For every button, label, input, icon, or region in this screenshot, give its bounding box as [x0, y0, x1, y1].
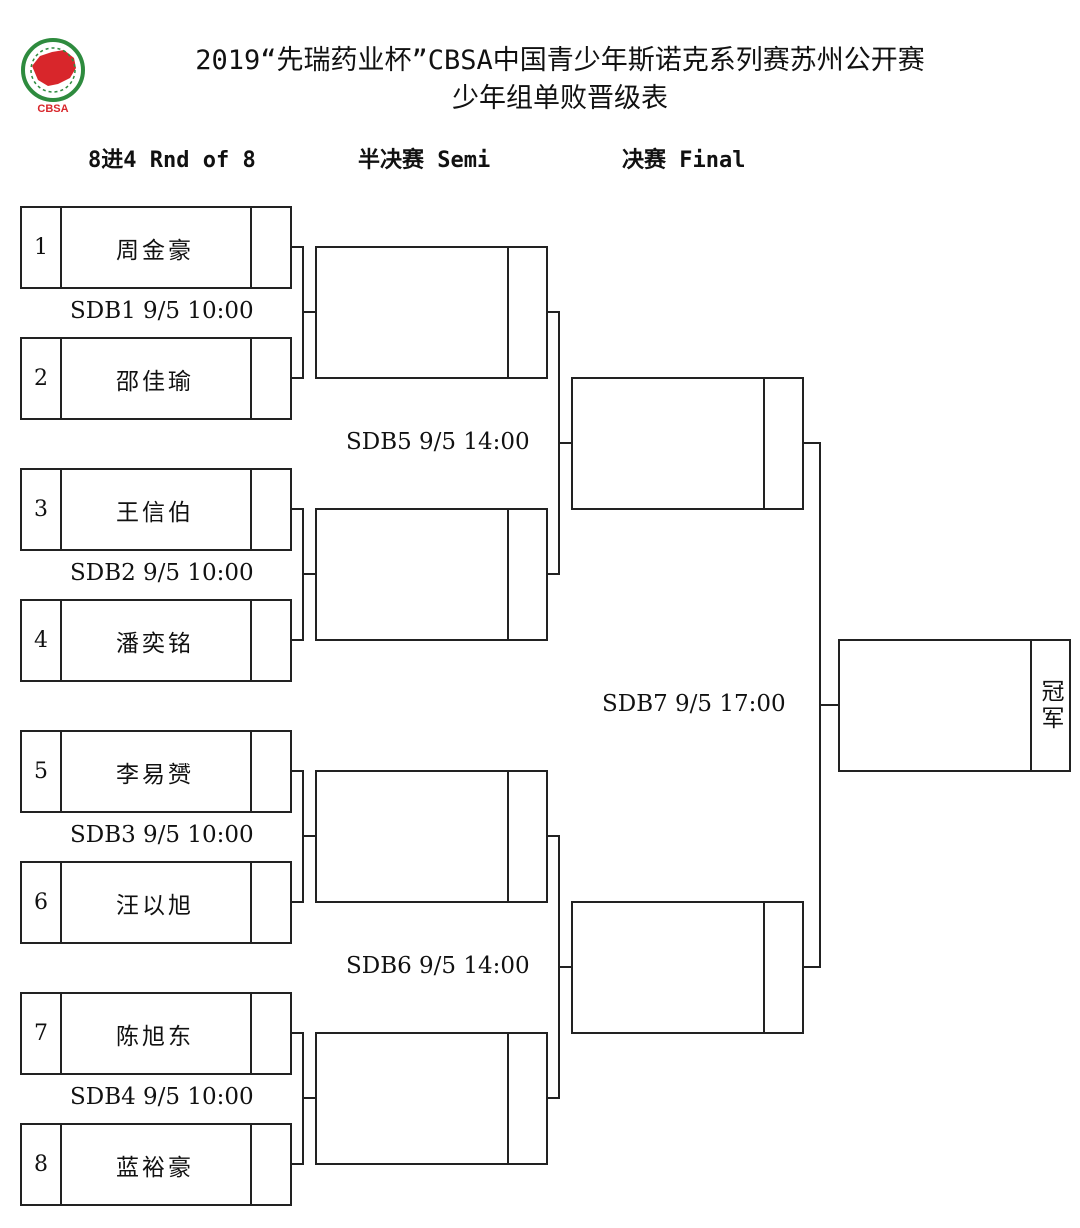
score-cell [252, 994, 290, 1073]
cbsa-logo: CBSA [21, 38, 85, 115]
final-slot-1 [571, 377, 804, 510]
score-divider [507, 248, 509, 377]
seed-number: 5 [22, 732, 62, 811]
semi-slot-1 [315, 246, 548, 379]
player-name: 陈旭东 [60, 994, 252, 1073]
score-cell [252, 732, 290, 811]
semi-slot-4 [315, 1032, 548, 1165]
column-header-final: 决赛 Final [622, 148, 746, 173]
player-slot-8: 8 蓝裕豪 [20, 1123, 292, 1206]
score-divider [763, 379, 765, 508]
seed-number: 8 [22, 1125, 62, 1204]
player-slot-2: 2 邵佳瑜 [20, 337, 292, 420]
score-divider [763, 903, 765, 1032]
score-divider [1030, 641, 1032, 770]
score-divider [507, 510, 509, 639]
player-slot-5: 5 李易赟 [20, 730, 292, 813]
player-slot-6: 6 汪以旭 [20, 861, 292, 944]
score-cell [252, 208, 290, 287]
match-label-sdb5: SDB5 9/5 14:00 [346, 429, 530, 455]
player-name: 邵佳瑜 [60, 339, 252, 418]
score-cell [252, 601, 290, 680]
score-divider [507, 1034, 509, 1163]
player-slot-4: 4 潘奕铭 [20, 599, 292, 682]
svg-text:CBSA: CBSA [37, 103, 68, 115]
player-name: 蓝裕豪 [60, 1125, 252, 1204]
match-label-sdb2: SDB2 9/5 10:00 [70, 560, 254, 586]
player-slot-3: 3 王信伯 [20, 468, 292, 551]
match-label-sdb7: SDB7 9/5 17:00 [602, 691, 786, 717]
score-cell [252, 339, 290, 418]
score-cell [252, 1125, 290, 1204]
column-header-semi: 半决赛 Semi [358, 148, 491, 173]
seed-number: 3 [22, 470, 62, 549]
champion-label: 冠军 [1037, 678, 1063, 733]
seed-number: 6 [22, 863, 62, 942]
match-label-sdb6: SDB6 9/5 14:00 [346, 953, 530, 979]
seed-number: 4 [22, 601, 62, 680]
player-name: 王信伯 [60, 470, 252, 549]
seed-number: 7 [22, 994, 62, 1073]
match-label-sdb4: SDB4 9/5 10:00 [70, 1084, 254, 1110]
column-header-round1: 8进4 Rnd of 8 [88, 148, 256, 173]
champion-slot: 冠军 [838, 639, 1071, 772]
player-name: 李易赟 [60, 732, 252, 811]
player-slot-1: 1 周金豪 [20, 206, 292, 289]
player-name: 潘奕铭 [60, 601, 252, 680]
match-label-sdb3: SDB3 9/5 10:00 [70, 822, 254, 848]
match-label-sdb1: SDB1 9/5 10:00 [70, 298, 254, 324]
score-cell [252, 470, 290, 549]
final-slot-2 [571, 901, 804, 1034]
score-divider [507, 772, 509, 901]
score-cell [252, 863, 290, 942]
page-title: 2019“先瑞药业杯”CBSA中国青少年斯诺克系列赛苏州公开赛 [195, 45, 925, 76]
page-subtitle: 少年组单败晋级表 [452, 83, 668, 114]
player-name: 周金豪 [60, 208, 252, 287]
semi-slot-2 [315, 508, 548, 641]
seed-number: 2 [22, 339, 62, 418]
player-name: 汪以旭 [60, 863, 252, 942]
seed-number: 1 [22, 208, 62, 287]
player-slot-7: 7 陈旭东 [20, 992, 292, 1075]
semi-slot-3 [315, 770, 548, 903]
